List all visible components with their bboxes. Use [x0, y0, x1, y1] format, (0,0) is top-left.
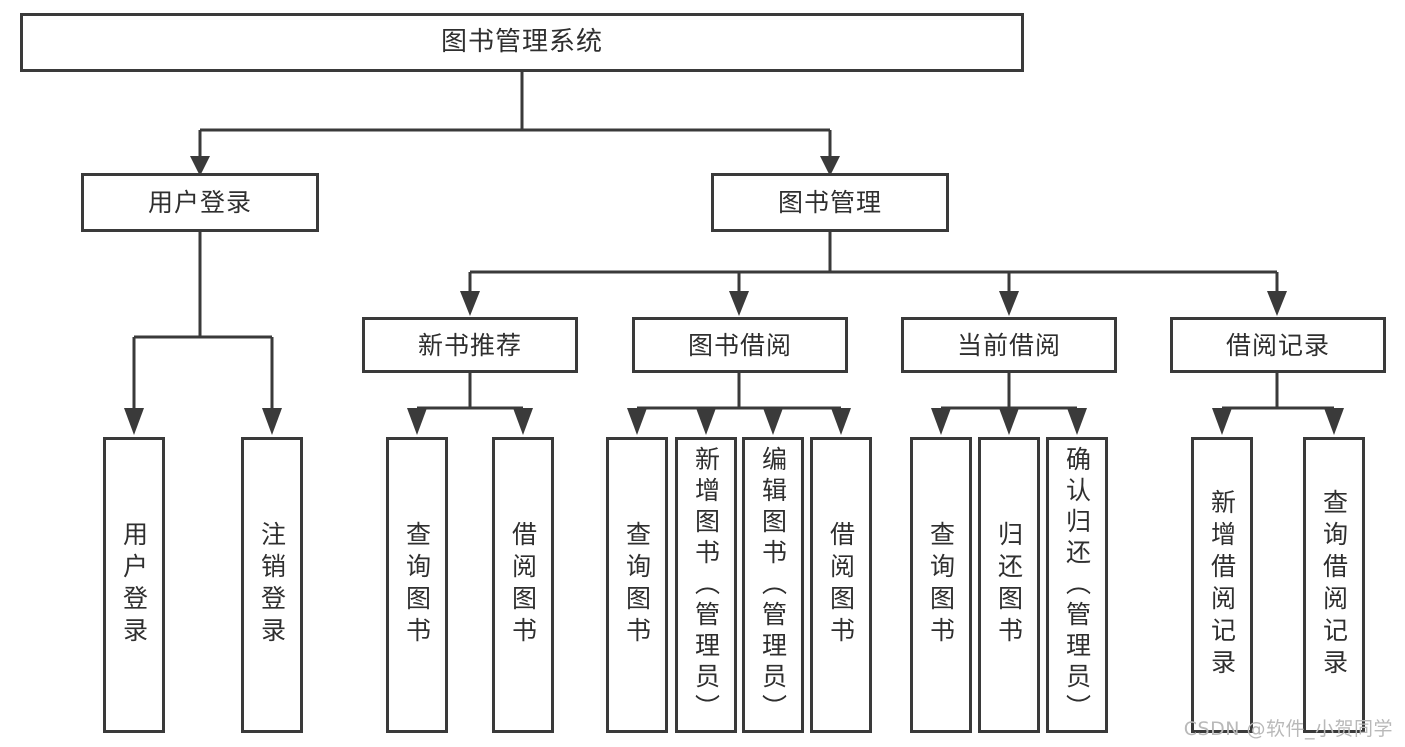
node-label: 新增借阅记录	[1207, 489, 1237, 681]
node-label: 用户登录	[119, 521, 149, 649]
leaf-add-book-admin[interactable]: 新增图书（管理员）	[675, 437, 737, 733]
node-label: 查询图书	[926, 521, 956, 649]
leaf-edit-book-admin[interactable]: 编辑图书（管理员）	[742, 437, 804, 733]
node-label: 注销登录	[257, 521, 287, 649]
node-label: 借阅图书	[826, 521, 856, 649]
leaf-query-books-borrow[interactable]: 查询图书	[606, 437, 668, 733]
node-label: 借阅图书	[508, 521, 538, 649]
leaf-confirm-return-admin[interactable]: 确认归还（管理员）	[1046, 437, 1108, 733]
node-label: 归还图书	[994, 521, 1024, 649]
leaf-borrow-books-recommend[interactable]: 借阅图书	[492, 437, 554, 733]
node-borrow-records[interactable]: 借阅记录	[1170, 317, 1386, 373]
leaf-return-books[interactable]: 归还图书	[978, 437, 1040, 733]
leaf-borrow-books[interactable]: 借阅图书	[810, 437, 872, 733]
node-current-borrow[interactable]: 当前借阅	[901, 317, 1117, 373]
node-label: 图书管理	[777, 188, 882, 217]
node-user-login[interactable]: 用户登录	[81, 173, 319, 232]
node-book-borrow[interactable]: 图书借阅	[632, 317, 848, 373]
leaf-user-login[interactable]: 用户登录	[103, 437, 165, 733]
node-label: 图书借阅	[687, 330, 792, 360]
node-label: 图书管理系统	[440, 27, 603, 58]
leaf-query-books-recommend[interactable]: 查询图书	[386, 437, 448, 733]
node-label: 当前借阅	[956, 330, 1061, 360]
watermark-text: CSDN @软件_小贺同学	[1183, 718, 1393, 740]
node-label: 用户登录	[147, 188, 252, 217]
node-book-management[interactable]: 图书管理	[711, 173, 949, 232]
leaf-query-borrow-record[interactable]: 查询借阅记录	[1303, 437, 1365, 733]
leaf-query-books-current[interactable]: 查询图书	[910, 437, 972, 733]
node-label: 新增图书（管理员）	[691, 445, 721, 725]
node-label: 新书推荐	[417, 330, 522, 360]
leaf-logout[interactable]: 注销登录	[241, 437, 303, 733]
node-label: 借阅记录	[1225, 330, 1330, 360]
node-label: 编辑图书（管理员）	[758, 445, 788, 725]
node-label: 查询图书	[402, 521, 432, 649]
node-label: 查询借阅记录	[1319, 489, 1349, 681]
node-new-book-recommendation[interactable]: 新书推荐	[362, 317, 578, 373]
node-label: 确认归还（管理员）	[1062, 445, 1092, 725]
node-root-book-management-system[interactable]: 图书管理系统	[20, 13, 1024, 72]
node-label: 查询图书	[622, 521, 652, 649]
leaf-add-borrow-record[interactable]: 新增借阅记录	[1191, 437, 1253, 733]
